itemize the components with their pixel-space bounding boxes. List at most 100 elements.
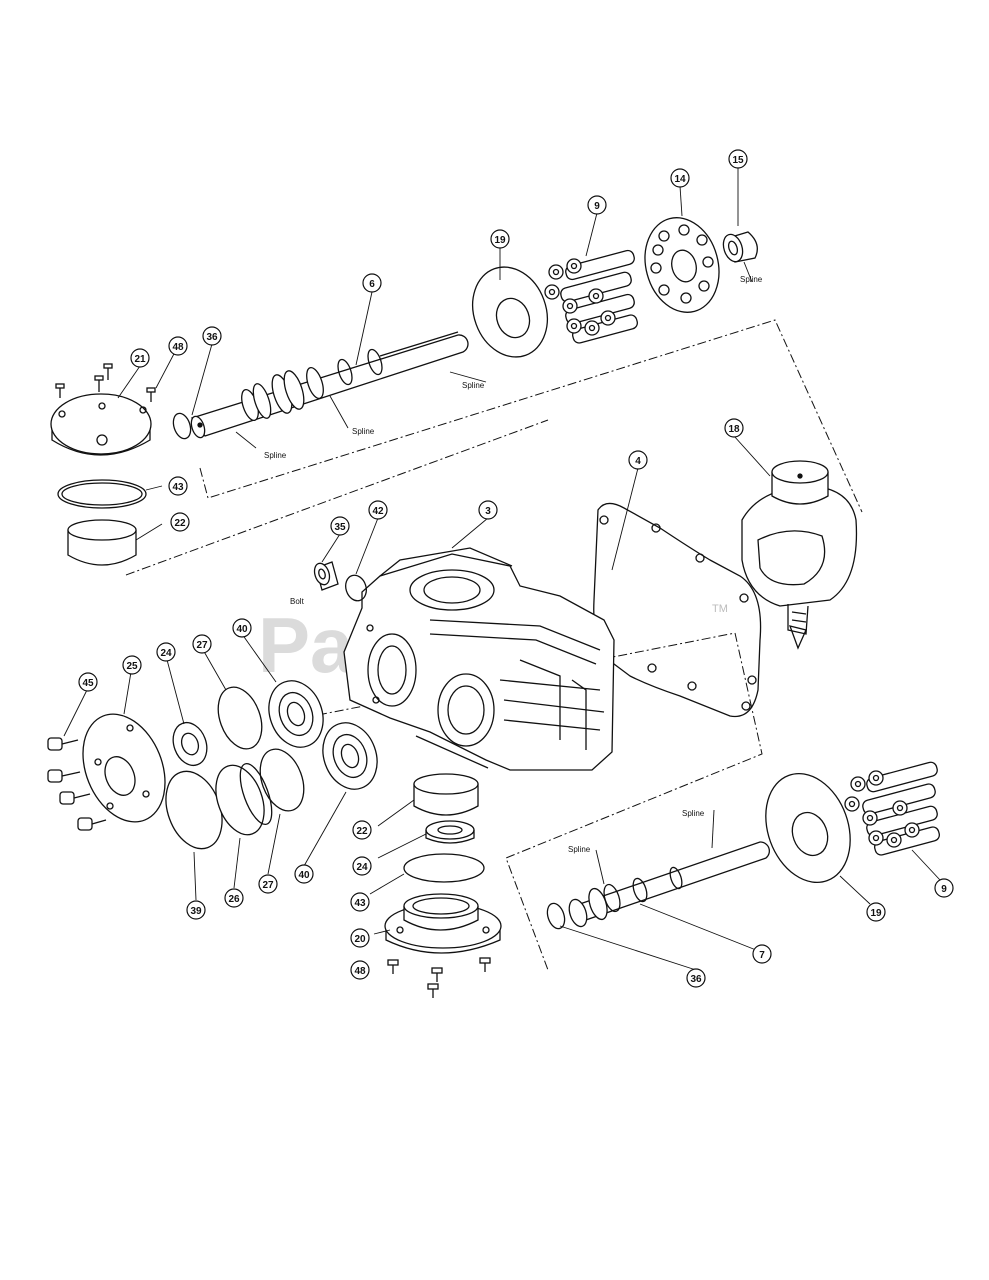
upper-shaft-part	[190, 331, 469, 439]
bolt-part	[313, 561, 339, 591]
callout-20: 20	[354, 934, 366, 945]
lower-snap-ring-part	[546, 902, 566, 930]
side-bearing-lower-part	[322, 722, 378, 790]
callout-bubble-19-upper	[490, 229, 510, 249]
callout-bubble-18	[724, 418, 744, 438]
upper-sleeve-part	[67, 519, 137, 566]
lower-thrust-plate-part	[765, 772, 851, 884]
callout-7: 7	[759, 950, 765, 961]
side-o-ring-part	[217, 686, 263, 750]
callout-19-upper: 19	[494, 235, 506, 246]
upper-piston-set-part	[544, 249, 638, 344]
upper-snap-ring-part	[172, 412, 192, 440]
callout-bubble-40-lower	[294, 864, 314, 884]
callout-6: 6	[369, 279, 375, 290]
callout-bubble-15	[728, 149, 748, 169]
callout-42: 42	[372, 506, 384, 517]
leader-lines	[63, 168, 941, 971]
callout-bubble-9-upper	[587, 195, 607, 215]
callout-45: 45	[82, 678, 94, 689]
callout-35: 35	[334, 522, 346, 533]
lower-screws-part	[387, 957, 491, 998]
callout-9-lower: 9	[941, 884, 947, 895]
callout-48-lower: 48	[354, 966, 366, 977]
spline-label-upper-shaft-mid: Spline	[352, 427, 375, 436]
callout-bubble-24-side	[156, 642, 176, 662]
cap-screws-part	[47, 737, 107, 831]
callout-bubble-22-upper	[170, 512, 190, 532]
callout-bubble-39	[186, 900, 206, 920]
transmission-housing-part	[343, 547, 615, 771]
callout-bubble-24-lower	[352, 856, 372, 876]
callout-numbers: 6 36 21 48 19 9 14 15 18 4 3 35 42 43 22…	[82, 155, 947, 985]
upper-bearing-part	[722, 231, 758, 263]
callout-bubble-35	[330, 516, 350, 536]
spline-label-lower-shaft-end: Spline	[682, 809, 705, 818]
callout-bubble-26	[224, 888, 244, 908]
cover-screws-part	[55, 363, 156, 402]
callout-36-lower: 36	[690, 974, 702, 985]
callout-bubble-48-upper	[168, 336, 188, 356]
callout-27-lower: 27	[262, 880, 274, 891]
callout-18: 18	[728, 424, 740, 435]
lower-cover-part	[384, 893, 502, 954]
callout-bubble-3	[478, 500, 498, 520]
watermark-trademark: TM	[712, 603, 728, 615]
callout-bubble-20	[350, 928, 370, 948]
upper-o-ring-inner	[61, 482, 143, 506]
upper-thrust-plate-part	[472, 266, 548, 358]
callout-bubble-27-upper	[192, 634, 212, 654]
callout-27-upper: 27	[196, 640, 208, 651]
callout-bubble-25	[122, 655, 142, 675]
cover-plate-part	[50, 393, 152, 456]
lower-o-ring-part	[403, 853, 485, 883]
callout-43-lower: 43	[354, 898, 366, 909]
callout-bubble-9-lower	[934, 878, 954, 898]
callout-bubble-7	[752, 944, 772, 964]
callout-bubble-4	[628, 450, 648, 470]
callout-bubble-21	[130, 348, 150, 368]
lower-sleeve-part	[413, 773, 479, 816]
callout-bubble-14	[670, 168, 690, 188]
callout-bubbles	[78, 149, 954, 988]
side-o-ring-lower-part	[259, 748, 305, 812]
flange-plate-part	[82, 713, 166, 823]
side-seal-part	[172, 721, 208, 767]
callout-4: 4	[635, 456, 641, 467]
lower-piston-set-part	[844, 761, 940, 856]
gasket-part	[593, 502, 762, 718]
callout-22-upper: 22	[174, 518, 186, 529]
callout-14: 14	[674, 174, 686, 185]
callout-21: 21	[134, 354, 146, 365]
callout-bubble-19-lower	[866, 902, 886, 922]
callout-36-upper: 36	[206, 332, 218, 343]
callout-bubble-43-lower	[350, 892, 370, 912]
callout-bubble-27-lower	[258, 874, 278, 894]
lower-seal-part	[425, 820, 475, 844]
callout-bubble-43-upper	[168, 476, 188, 496]
callout-bubble-45	[78, 672, 98, 692]
callout-15: 15	[732, 155, 744, 166]
callout-26: 26	[228, 894, 240, 905]
bolt-label: Bolt	[290, 597, 305, 606]
assembly-lines	[125, 319, 863, 971]
upper-o-ring-part	[57, 479, 147, 509]
callout-39: 39	[190, 906, 202, 917]
small-o-ring-part	[345, 574, 367, 602]
callout-40-lower: 40	[298, 870, 310, 881]
spline-label-bearing: Spline	[740, 275, 763, 284]
callout-bubble-36-lower	[686, 968, 706, 988]
callout-19-lower: 19	[870, 908, 882, 919]
callout-bubble-40-upper	[232, 618, 252, 638]
callout-bubble-6	[362, 273, 382, 293]
callout-bubble-42	[368, 500, 388, 520]
gasket-holes	[599, 515, 757, 711]
callout-24-side: 24	[160, 648, 172, 659]
callout-43-upper: 43	[172, 482, 184, 493]
callout-48-upper: 48	[172, 342, 184, 353]
callout-bubble-22-lower	[352, 820, 372, 840]
callout-22-lower: 22	[356, 826, 368, 837]
port-plate-part	[644, 217, 720, 313]
callout-3: 3	[485, 506, 491, 517]
